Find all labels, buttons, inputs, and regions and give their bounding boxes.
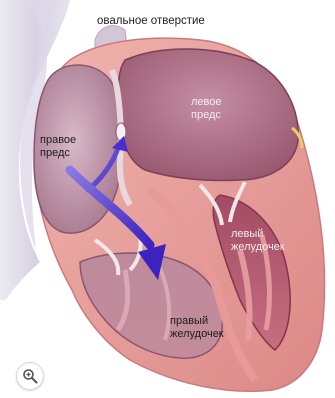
label-oval-window: овальное отверстие xyxy=(97,15,205,28)
zoom-in-button[interactable] xyxy=(16,362,44,390)
label-right-atrium: правое предс xyxy=(40,134,76,160)
label-right-ventricle: правый желудочек xyxy=(170,315,224,341)
zoom-in-icon xyxy=(22,368,38,384)
label-left-ventricle: левый желудочек xyxy=(231,228,285,254)
label-left-atrium: левое предс xyxy=(191,96,222,122)
